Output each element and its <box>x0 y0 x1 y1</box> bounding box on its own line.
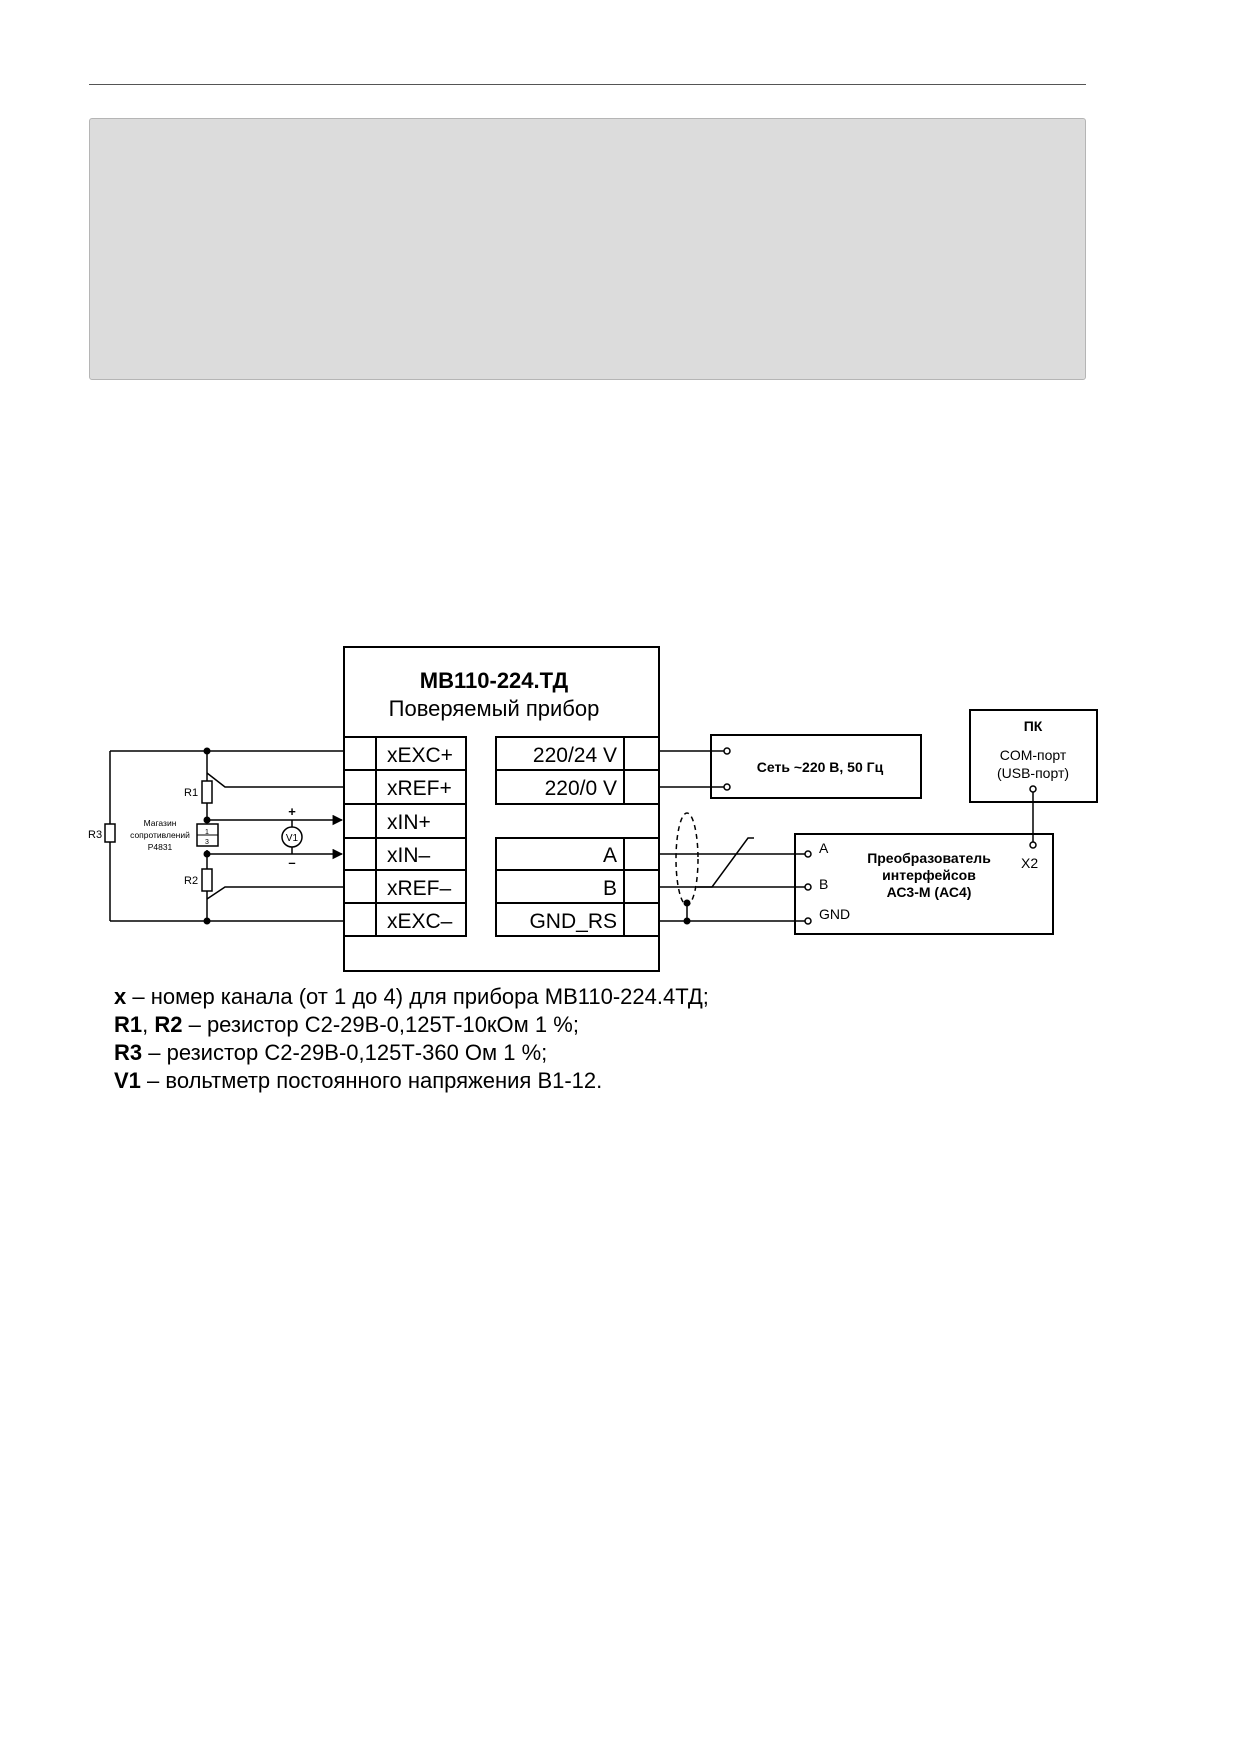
converter-pin-gnd: GND <box>819 906 850 922</box>
legend-term: R1 <box>114 1012 143 1037</box>
terminal-220-24v: 220/24 V <box>533 744 617 767</box>
v1-minus-sign: – <box>288 855 295 870</box>
sensor-circuit-wiring <box>109 750 344 922</box>
terminal-xin-plus: xIN+ <box>387 811 431 834</box>
junction-dots <box>203 747 211 925</box>
v1-plus-sign: + <box>288 804 296 819</box>
mains-wiring <box>659 747 731 791</box>
resistance-box-pin-top: 1 <box>205 829 209 836</box>
v1-label: V1 <box>286 833 299 844</box>
r1-resistor-symbol <box>201 780 213 804</box>
converter-title-line3: АС3-М (АС4) <box>887 884 972 900</box>
r3-label: R3 <box>88 829 102 841</box>
legend-term: V1 <box>114 1068 141 1093</box>
legend-text: – резистор С2-29В-0,125Т-10кОм 1 %; <box>182 1012 579 1037</box>
info-box <box>89 118 1086 380</box>
mains-box <box>710 734 922 799</box>
resistance-box-line2: сопротивлений <box>130 830 190 840</box>
legend-term: R3 <box>114 1040 143 1065</box>
header-rule <box>89 84 1086 85</box>
device-subtitle: Поверяемый прибор <box>389 696 600 721</box>
converter-pin-a: A <box>819 840 829 856</box>
pc-port-line1: COM-порт <box>1000 747 1067 763</box>
r2-label: R2 <box>184 875 198 887</box>
resistance-box-caption: Магазин сопротивлений Р4831 <box>130 818 190 852</box>
terminal-xexc-plus: xEXC+ <box>387 744 453 767</box>
legend-text: – номер канала (от 1 до 4) для прибора М… <box>126 984 709 1009</box>
legend-item-v1: V1 – вольтметр постоянного напряжения В1… <box>114 1067 709 1095</box>
legend-text: – вольтметр постоянного напряжения В1-12… <box>140 1068 603 1093</box>
mains-label: Сеть ~220 В, 50 Гц <box>757 759 884 775</box>
terminal-xexc-minus: xEXC– <box>387 910 453 933</box>
right-terminal-labels: 220/24 V 220/0 V A B GND_RS <box>529 744 617 933</box>
legend-item-r1-r2: R1, R2 – резистор С2-29В-0,125Т-10кОм 1 … <box>114 1011 709 1039</box>
pc-port-line2: (USB-порт) <box>997 765 1069 781</box>
device-model: МВ110-224.ТД <box>420 668 569 693</box>
terminal-xin-minus: xIN– <box>387 844 431 867</box>
legend: x – номер канала (от 1 до 4) для прибора… <box>114 983 709 1095</box>
converter-title-line1: Преобразователь <box>867 850 991 866</box>
rs485-junction-dots <box>683 899 691 925</box>
resistance-box-line3: Р4831 <box>148 842 173 852</box>
legend-separator: , <box>142 1012 155 1037</box>
rs485-wiring <box>659 785 1037 925</box>
legend-item-x: x – номер канала (от 1 до 4) для прибора… <box>114 983 709 1011</box>
pc-title: ПК <box>1024 718 1043 734</box>
resistance-box-line1: Магазин <box>144 818 177 828</box>
terminal-xref-minus: xREF– <box>387 877 452 900</box>
terminal-gnd-rs: GND_RS <box>529 910 617 933</box>
converter-box <box>794 833 1054 935</box>
converter-title-line2: интерфейсов <box>882 867 976 883</box>
terminal-xref-plus: xREF+ <box>387 777 452 800</box>
r1-label: R1 <box>184 787 198 799</box>
terminal-b: B <box>603 877 617 900</box>
v1-voltmeter-symbol <box>281 826 303 848</box>
legend-text: – резистор С2-29В-0,125Т-360 Ом 1 %; <box>142 1040 548 1065</box>
resistance-box-pin-bottom: 3 <box>205 839 209 846</box>
left-terminal-labels: xEXC+ xREF+ xIN+ xIN– xREF– xEXC– <box>387 744 453 933</box>
legend-term: x <box>114 984 127 1009</box>
converter-connector-x2: X2 <box>1021 855 1038 871</box>
legend-term-2: R2 <box>154 1012 183 1037</box>
terminal-220-0v: 220/0 V <box>545 777 617 800</box>
terminal-a: A <box>603 844 617 867</box>
device-block <box>343 646 660 972</box>
legend-item-r3: R3 – резистор С2-29В-0,125Т-360 Ом 1 %; <box>114 1039 709 1067</box>
converter-pin-b: B <box>819 876 828 892</box>
r2-resistor-symbol <box>201 868 213 892</box>
r3-resistor-symbol <box>104 823 116 843</box>
